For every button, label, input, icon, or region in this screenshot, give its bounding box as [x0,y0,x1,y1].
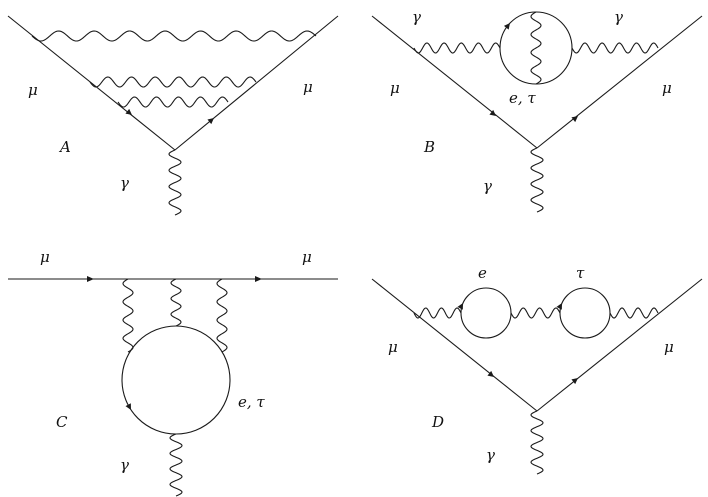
diagram-c-photon-3 [216,278,228,353]
diagram-a-right-arrow [207,118,214,125]
diagram-c-left-particle: μ [40,248,50,266]
diagram-c-label: C [56,413,68,431]
diagram-c-photon-2 [170,278,182,327]
diagram-c: μ μ e, τ C γ [8,248,338,497]
diagram-d-photon-right [609,307,659,319]
diagram-a-label: A [58,138,71,156]
diagram-c-photon-bottom [169,433,183,497]
diagram-b-right-muon-line [536,15,703,149]
diagram-d-loop-1 [460,287,512,339]
diagram-d-bottom-particle: γ [486,446,495,464]
diagram-b-photon-internal [530,11,542,85]
diagram-a-photon-outer [31,30,317,42]
diagram-d: e τ μ μ D γ [371,264,703,475]
diagram-d-loop-2 [559,287,611,339]
diagram-b-bottom-particle: γ [483,177,492,195]
diagram-b-loop-label: e, τ [509,89,536,107]
diagram-a-left-muon-line [7,15,176,151]
diagram-d-loop-2-label: τ [576,264,585,282]
diagram-b-left-muon-line [371,15,538,149]
diagram-b: γ γ μ μ e, τ B γ [371,8,703,213]
diagram-b-photon-right [571,42,659,54]
diagram-c-fermion-loop [121,325,231,435]
diagram-a-photon-bottom [168,149,182,216]
diagram-b-loop-arrow [503,23,510,30]
diagram-d-loop-1-arrow [457,303,463,310]
diagram-a-left-arrow [125,108,132,115]
diagram-c-bottom-particle: γ [120,456,129,474]
diagram-d-left-particle: μ [388,338,398,356]
diagram-c-right-arrow [255,276,262,282]
diagram-a-photon-middle [89,76,257,88]
diagram-a-left-particle: μ [28,81,38,99]
diagram-c-left-arrow [87,276,94,282]
diagram-a-photon-inner [117,96,229,108]
diagram-b-photon-left [413,42,501,54]
diagram-b-photon-left-label: γ [412,8,421,26]
diagram-d-label: D [431,413,444,431]
diagram-c-right-particle: μ [302,248,312,266]
diagram-b-right-particle: μ [662,79,672,97]
diagram-b-left-arrow [489,109,496,116]
diagram-a-right-particle: μ [303,78,313,96]
diagram-d-photon-left [413,307,462,319]
diagram-d-right-particle: μ [664,338,674,356]
diagram-b-right-arrow [571,116,578,123]
diagram-c-photon-1 [122,278,134,353]
diagram-d-right-arrow [571,378,578,385]
diagram-a-bottom-particle: γ [120,174,129,192]
diagram-b-photon-right-label: γ [614,8,623,26]
diagram-d-left-arrow [487,370,494,377]
diagram-c-loop-label: e, τ [238,393,265,411]
diagram-b-photon-bottom [530,147,544,213]
diagram-b-left-particle: μ [390,79,400,97]
diagram-d-right-muon-line [536,278,703,412]
diagram-b-label: B [423,138,435,156]
diagram-a-right-muon-line [174,15,339,151]
diagram-d-photon-middle [510,307,561,319]
diagram-c-loop-arrow [125,403,131,410]
diagram-a: μ μ A γ [7,15,339,216]
diagram-d-left-muon-line [371,278,538,412]
diagram-d-loop-2-arrow [556,303,562,310]
diagram-d-loop-1-label: e [478,264,487,282]
diagram-d-photon-bottom [530,410,544,475]
